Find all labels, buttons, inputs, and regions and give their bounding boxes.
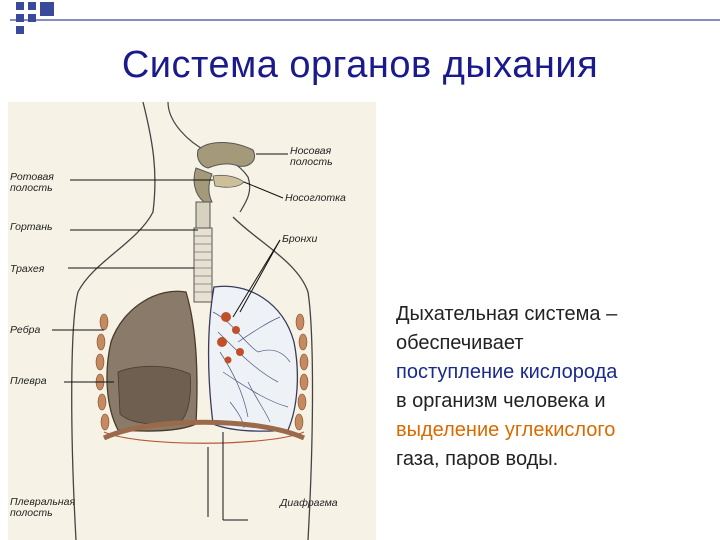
anatomy-illustration	[52, 102, 314, 540]
deco-square	[28, 14, 36, 22]
label-pleura: Плевра	[10, 375, 47, 387]
diaphragm-shape	[102, 419, 306, 441]
pleura-line	[103, 431, 305, 444]
description-line-1: Дыхательная система –	[396, 303, 618, 325]
left-lung-lower-lobe	[117, 365, 191, 425]
label-diaphragm: Диафрагма	[280, 497, 338, 509]
description-line-oxygen: поступление кислорода	[396, 361, 618, 383]
nasal-cavity-shape	[197, 142, 255, 169]
deco-square	[28, 2, 36, 10]
label-trachea: Трахея	[10, 263, 45, 275]
label-bronchi: Бронхи	[282, 233, 318, 245]
oral-cavity-shape	[212, 174, 245, 188]
label-nasopharynx: Носоглотка	[285, 192, 346, 204]
leader-lines	[52, 153, 288, 521]
ribs-left	[95, 313, 110, 431]
deco-square	[16, 2, 24, 10]
trachea-shape	[193, 227, 213, 303]
trachea-rings	[194, 235, 212, 293]
label-pleural-cavity: Плевральная полость	[10, 496, 76, 519]
label-mouth: Ротовая полость	[10, 171, 54, 194]
description-line-4: в организм человека и	[396, 390, 606, 412]
label-ribs: Ребра	[10, 324, 41, 336]
description-line-2: обеспечивает	[396, 332, 524, 354]
description-line-co2: выделение углекислого	[396, 419, 616, 441]
body-outline-right	[232, 216, 314, 540]
header-decoration	[10, 2, 720, 34]
bronchi-nodes	[217, 312, 244, 364]
right-lung-shape	[207, 285, 299, 432]
deco-square	[40, 2, 54, 16]
larynx-shape	[195, 201, 211, 229]
description-line-6: газа, паров воды.	[396, 448, 559, 470]
label-larynx: Гортань	[10, 221, 53, 233]
deco-square	[16, 26, 24, 34]
deco-square	[16, 14, 24, 22]
pharynx-shape	[193, 167, 213, 203]
description-text: Дыхательная система – обеспечивает посту…	[396, 300, 716, 474]
ribs-right	[294, 313, 309, 431]
body-outline-left	[71, 102, 156, 540]
slide-title: Система органов дыхания	[121, 44, 599, 86]
label-nasal-cavity: Носовая полость	[290, 145, 333, 168]
respiratory-diagram: Ротовая полость Гортань Трахея Ребра Пле…	[8, 102, 376, 540]
